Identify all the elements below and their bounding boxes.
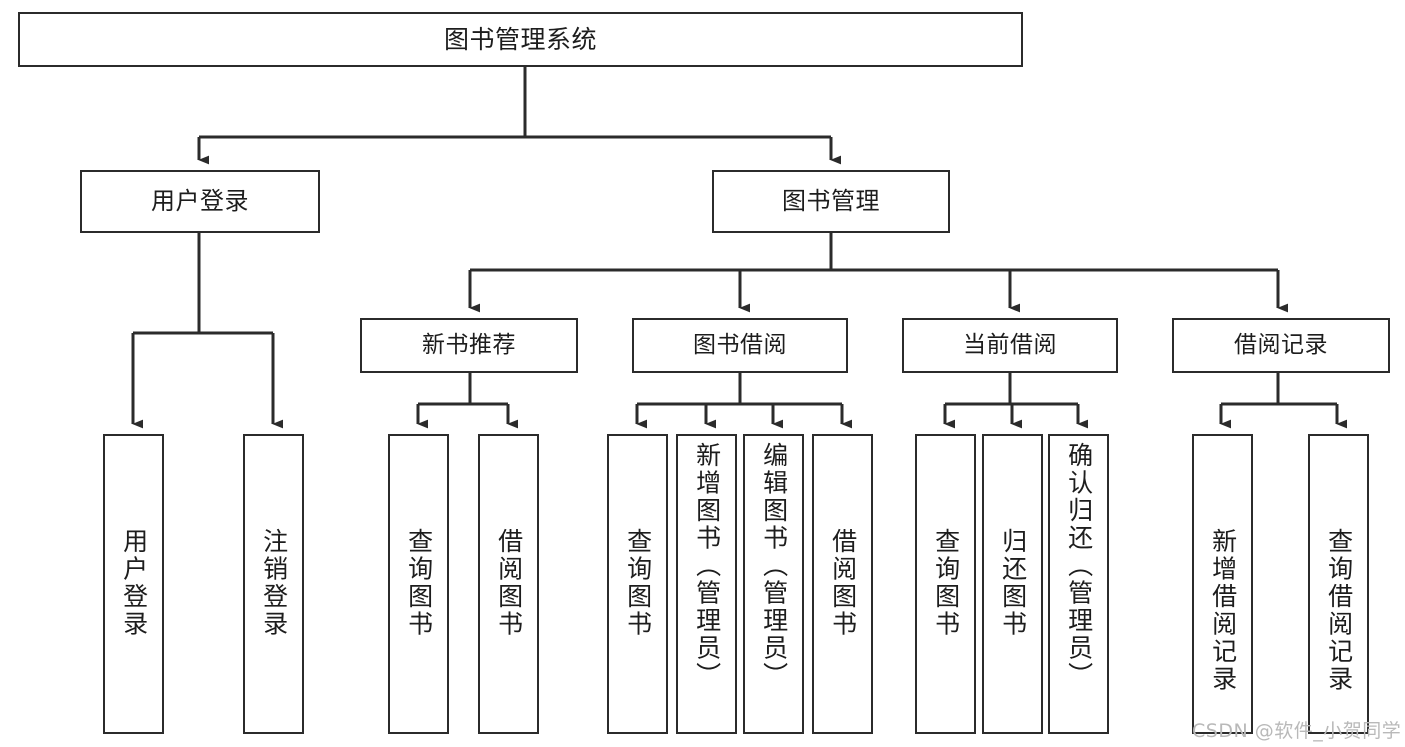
- leaf-user-login[interactable]: 用户登录: [103, 434, 164, 734]
- leaf-query-book-current[interactable]: 查询图书: [915, 434, 976, 734]
- leaf-logout[interactable]: 注销登录: [243, 434, 304, 734]
- leaf-query-book-borrow-label: 查询图书: [623, 528, 653, 638]
- leaf-query-borrow-record-label: 查询借阅记录: [1324, 528, 1354, 693]
- leaf-logout-label: 注销登录: [259, 528, 289, 638]
- leaf-add-book-admin[interactable]: 新增图书（管理员）: [676, 434, 737, 734]
- node-current-borrow[interactable]: 当前借阅: [902, 318, 1118, 373]
- node-root-book-management-system[interactable]: 图书管理系统: [18, 12, 1023, 67]
- node-book-borrow[interactable]: 图书借阅: [632, 318, 848, 373]
- leaf-confirm-return-admin[interactable]: 确认归还（管理员）: [1048, 434, 1109, 734]
- leaf-query-book-borrow[interactable]: 查询图书: [607, 434, 668, 734]
- node-current-borrow-label: 当前借阅: [963, 331, 1057, 358]
- leaf-borrow-book-label: 借阅图书: [828, 528, 858, 638]
- leaf-query-borrow-record[interactable]: 查询借阅记录: [1308, 434, 1369, 734]
- leaf-add-borrow-record-label: 新增借阅记录: [1208, 528, 1238, 693]
- leaf-borrow-book-recommend-label: 借阅图书: [494, 528, 524, 638]
- node-book-borrow-label: 图书借阅: [693, 331, 787, 358]
- node-borrow-record-label: 借阅记录: [1234, 331, 1328, 358]
- node-new-book-recommend-label: 新书推荐: [422, 331, 516, 358]
- node-root-label: 图书管理系统: [443, 24, 597, 54]
- leaf-return-book[interactable]: 归还图书: [982, 434, 1043, 734]
- node-user-login-label: 用户登录: [151, 187, 249, 216]
- leaf-query-book-current-label: 查询图书: [931, 528, 961, 638]
- leaf-query-book-recommend[interactable]: 查询图书: [388, 434, 449, 734]
- node-user-login[interactable]: 用户登录: [80, 170, 320, 233]
- leaf-edit-book-admin[interactable]: 编辑图书（管理员）: [743, 434, 804, 734]
- leaf-add-book-admin-label: 新增图书（管理员）: [692, 442, 722, 690]
- leaf-query-book-recommend-label: 查询图书: [404, 528, 434, 638]
- node-borrow-record[interactable]: 借阅记录: [1172, 318, 1390, 373]
- node-new-book-recommend[interactable]: 新书推荐: [360, 318, 578, 373]
- leaf-edit-book-admin-label: 编辑图书（管理员）: [759, 442, 789, 690]
- leaf-user-login-label: 用户登录: [119, 528, 149, 638]
- leaf-borrow-book-recommend[interactable]: 借阅图书: [478, 434, 539, 734]
- leaf-return-book-label: 归还图书: [998, 528, 1028, 638]
- leaf-add-borrow-record[interactable]: 新增借阅记录: [1192, 434, 1253, 734]
- node-book-management-label: 图书管理: [782, 187, 880, 216]
- node-book-management[interactable]: 图书管理: [712, 170, 950, 233]
- leaf-borrow-book[interactable]: 借阅图书: [812, 434, 873, 734]
- leaf-confirm-return-admin-label: 确认归还（管理员）: [1064, 442, 1094, 690]
